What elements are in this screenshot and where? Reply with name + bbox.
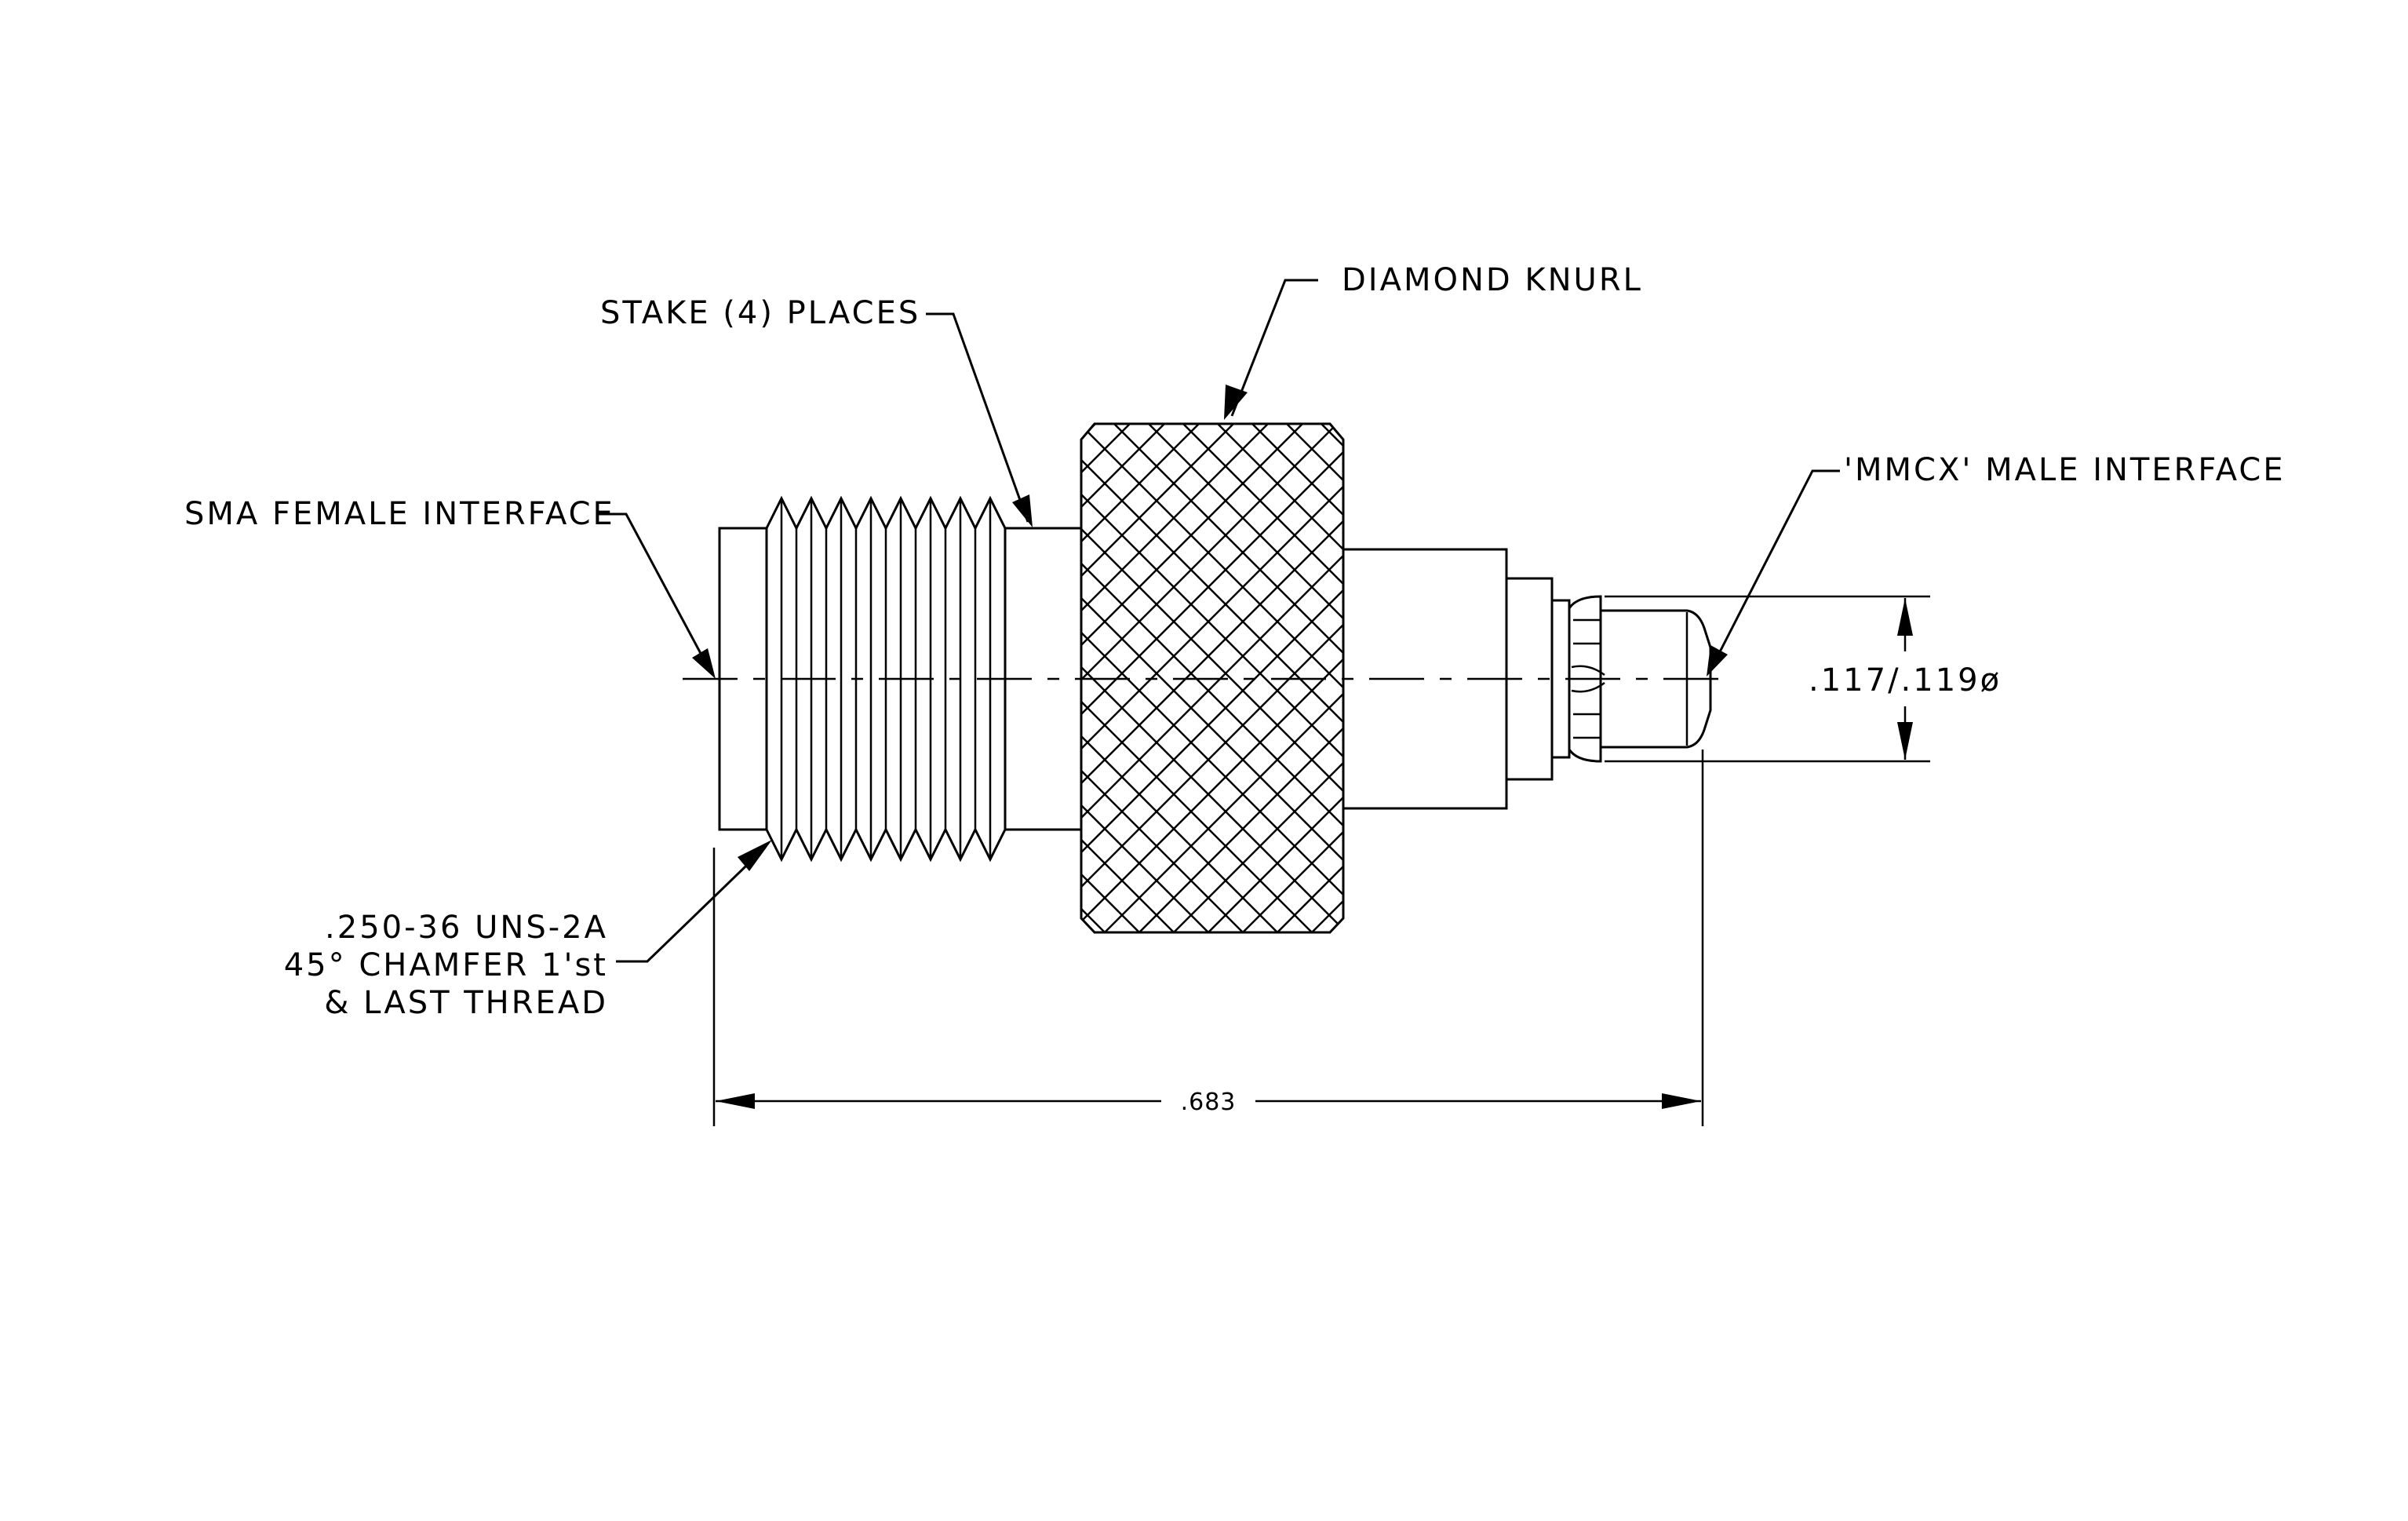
label-stake-places: STAKE (4) PLACES [600,295,920,331]
label-thread-line2: 45° CHAMFER 1'st [284,947,608,983]
label-sma-female: SMA FEMALE INTERFACE [184,496,615,532]
dim-diameter-value: .117/.119ø [1809,662,2002,698]
label-diamond-knurl: DIAMOND KNURL [1342,262,1643,298]
dimension-diameter [1605,595,1930,763]
leader-mmcx [1707,469,1840,677]
label-thread-line3: & LAST THREAD [324,985,608,1021]
label-mmcx-male: 'MMCX' MALE INTERFACE [1844,452,2286,488]
leader-thread [616,840,772,963]
dimension-overall-length [712,750,1704,1126]
leader-sma [596,512,716,679]
leader-stake [926,312,1033,527]
label-thread-line1: .250-36 UNS-2A [325,910,608,946]
dim-overall-length-value: .683 [1181,1089,1237,1116]
leader-diamond-knurl [1224,279,1318,420]
